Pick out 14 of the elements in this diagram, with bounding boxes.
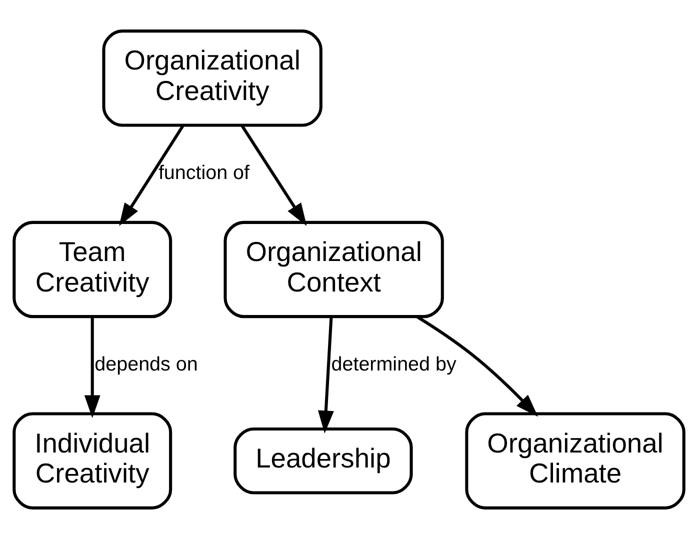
arrow xyxy=(119,124,185,226)
node-box: Organizational Creativity xyxy=(102,29,322,126)
arrow xyxy=(240,124,307,226)
arrow xyxy=(84,316,100,418)
node-box: Team Creativity xyxy=(12,220,172,318)
edge-label: determined by xyxy=(331,352,456,375)
arrow xyxy=(318,316,334,433)
node-box: Organizational Climate xyxy=(465,412,686,509)
edge-label: function of xyxy=(158,161,250,184)
node-box: Organizational Context xyxy=(224,220,444,318)
node-box: Individual Creativity xyxy=(12,412,172,509)
edge-label: depends on xyxy=(94,352,198,375)
node-box: Leadership xyxy=(234,426,413,494)
arrow xyxy=(416,315,538,416)
